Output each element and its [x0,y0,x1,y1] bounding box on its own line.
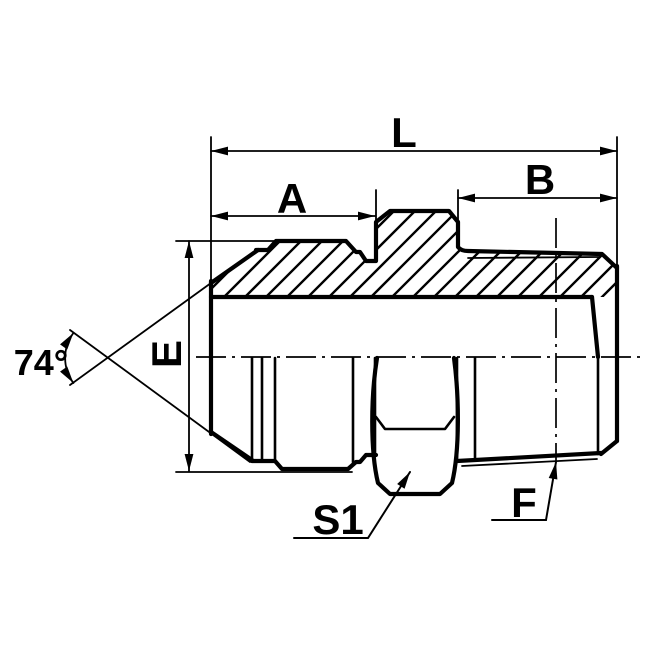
npt-taper-root [461,458,598,467]
leader-line [491,461,557,521]
label-cone-angle: 74° [14,342,68,383]
label-E: E [143,340,190,368]
leader-line [293,471,411,539]
countersink-line [589,294,601,360]
npt-taper-crest [454,450,604,464]
label-F: F [511,479,537,526]
thread-circle-lines [250,356,377,464]
label-S1: S1 [312,496,363,543]
dimension-E: E [143,240,353,473]
label-B: B [525,156,555,203]
dimension-A: A [210,175,377,223]
label-A: A [277,175,307,222]
leader-S1: S1 [293,469,414,543]
hex-chamfer-line [374,415,456,431]
axis-lines [196,218,645,462]
cone-angle-annotation: 74° [14,282,251,463]
top-profile [253,208,620,271]
npt-bottom-outline [454,356,620,467]
cone-construction-line-lower [69,329,251,463]
dimension-B: B [457,156,618,249]
cone-chamfer-top [208,247,261,286]
fitting-body [208,208,620,497]
end-chamfer-bottom [598,438,620,457]
leader-F: F [491,461,561,526]
section-hatching [211,211,617,297]
bottom-thread-profile [249,452,379,472]
cone-construction-line-upper [69,282,212,386]
hex-bottom-outline [370,355,460,497]
cone-chamfer-bottom [208,429,255,463]
label-L: L [391,109,417,156]
dimension-L: L [210,109,618,282]
npt-root-line [467,256,600,259]
